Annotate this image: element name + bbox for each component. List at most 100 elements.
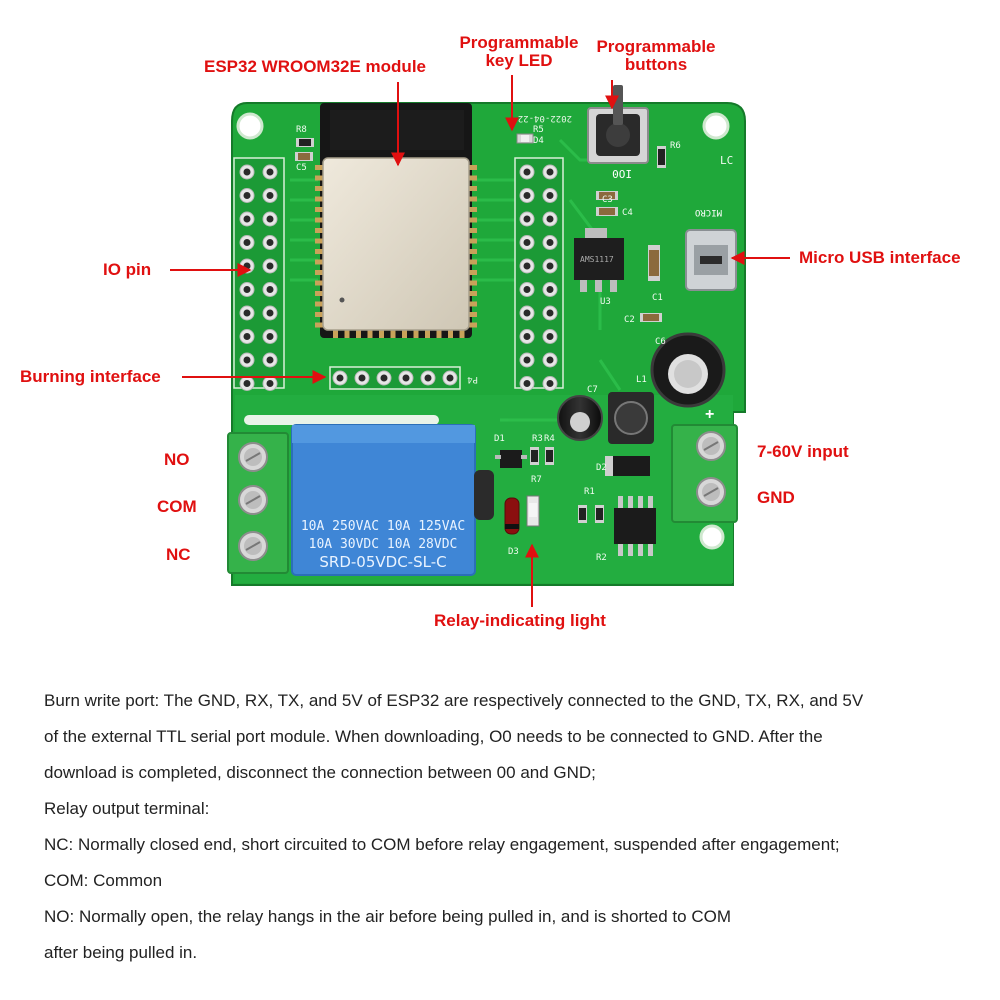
- relay-terminal-block: [227, 432, 289, 574]
- r6-label: R6: [670, 141, 681, 151]
- c2-label: C2: [624, 315, 635, 325]
- callout-buttons-line-2: buttons: [624, 55, 688, 74]
- callout-key-led-line-1: Programmable: [459, 33, 579, 52]
- callout-burning-interface: Burning interface: [20, 367, 161, 386]
- pin-hole: [266, 356, 274, 364]
- r4-label: R4: [544, 434, 555, 444]
- module-pad: [315, 259, 323, 265]
- pin-hole: [546, 215, 554, 223]
- mounting-hole-icons: [236, 112, 730, 550]
- pin-hole: [266, 168, 274, 176]
- callout-micro-usb: Micro USB interface: [799, 248, 961, 267]
- module-pad: [469, 259, 477, 265]
- module-pad: [413, 330, 419, 338]
- ic-pin: [618, 496, 623, 510]
- c6-label: C6: [655, 337, 666, 347]
- voltage-regulator: AMS1117: [574, 228, 624, 292]
- pin-hole: [243, 356, 251, 364]
- module-pad: [333, 330, 338, 338]
- module-pad: [469, 217, 477, 223]
- module-pad: [469, 301, 477, 307]
- electrolytic-capacitor: [650, 332, 726, 408]
- pin-hole: [266, 333, 274, 340]
- plus-label: +: [705, 406, 714, 423]
- burning-interface-header: P4: [329, 366, 478, 390]
- pin-hole: [523, 168, 531, 176]
- pin-hole: [523, 215, 531, 223]
- r8-label: R8: [296, 125, 307, 135]
- p4-label: P4: [467, 374, 478, 384]
- ic-pin: [628, 496, 633, 510]
- burn-pin-hole: [358, 374, 366, 382]
- pin-hole: [523, 380, 531, 387]
- io0-label: IO0: [612, 167, 632, 180]
- pin-hole: [546, 239, 554, 246]
- pin-hole: [266, 192, 274, 199]
- r1-label: R1: [584, 487, 595, 497]
- d3-label: D3: [508, 547, 519, 557]
- ic-pin: [628, 542, 633, 556]
- pin-hole: [523, 262, 531, 270]
- module-pad: [315, 238, 323, 244]
- module-pad: [469, 291, 477, 296]
- c5-label: C5: [296, 163, 307, 173]
- pin-hole: [243, 286, 251, 293]
- ic-pin: [648, 542, 653, 556]
- module-pad: [469, 238, 477, 244]
- module-pad: [469, 175, 477, 181]
- lc-label: LC: [720, 154, 733, 167]
- description-line: Relay output terminal:: [44, 799, 210, 818]
- screw-slot: [703, 487, 719, 497]
- pcb-traces: [290, 138, 640, 422]
- transistor: [495, 450, 527, 468]
- description-line: of the external TTL serial port module. …: [44, 727, 823, 746]
- inductor: [608, 392, 654, 444]
- module-pad: [315, 322, 323, 328]
- pin-hole: [266, 309, 274, 317]
- pin-hole: [546, 333, 554, 340]
- pin-hole: [243, 215, 251, 223]
- r5-label: R5: [533, 125, 544, 135]
- ic-pin: [648, 496, 653, 510]
- ic-pin: [618, 542, 623, 556]
- pin-hole: [546, 380, 554, 387]
- callout-key-led: Programmable key LED: [452, 34, 586, 70]
- module-pad: [469, 207, 477, 212]
- burn-pin-hole: [424, 374, 432, 382]
- pin-hole: [523, 309, 531, 317]
- module-pad: [315, 186, 323, 191]
- module-pad: [379, 330, 384, 338]
- pin-hole: [266, 239, 274, 246]
- module-pad: [315, 270, 323, 275]
- pin-hole: [266, 262, 274, 270]
- description-line: Burn write port: The GND, RX, TX, and 5V…: [44, 691, 864, 710]
- relay-model: SRD-05VDC-SL-C: [319, 553, 446, 571]
- c1-label: C1: [652, 293, 663, 303]
- pin-hole: [523, 356, 531, 364]
- pin-hole: [243, 333, 251, 340]
- module-pad: [402, 330, 407, 338]
- r7-label: R7: [531, 475, 542, 485]
- description-text: Burn write port: The GND, RX, TX, and 5V…: [44, 683, 974, 971]
- d2-label: D2: [596, 463, 607, 473]
- silkscreen-labels: R8 C5 D4 R5 R6 C3 C4 U3 C1 C2 C6 C7 L1 R…: [296, 125, 733, 563]
- silkscreen-strip: [244, 415, 439, 425]
- regulator-marking: AMS1117: [580, 255, 614, 264]
- module-pad: [469, 249, 477, 254]
- ic-pin: [638, 542, 643, 556]
- burn-pin-hole: [380, 374, 388, 382]
- burn-pin-hole: [402, 374, 410, 382]
- small-capacitor: [557, 395, 603, 441]
- module-pad: [459, 330, 465, 338]
- io-pin-header: [233, 157, 285, 391]
- pin-hole: [546, 309, 554, 317]
- description-line: COM: Common: [44, 871, 163, 890]
- callout-esp32-module: ESP32 WROOM32E module: [204, 57, 426, 76]
- pin-hole: [243, 239, 251, 246]
- module-pad: [315, 165, 323, 170]
- callout-nc: NC: [166, 545, 191, 564]
- callout-io-pin: IO pin: [103, 260, 152, 279]
- module-pad: [315, 291, 323, 296]
- pin-hole: [266, 286, 274, 293]
- key-led: [516, 133, 534, 144]
